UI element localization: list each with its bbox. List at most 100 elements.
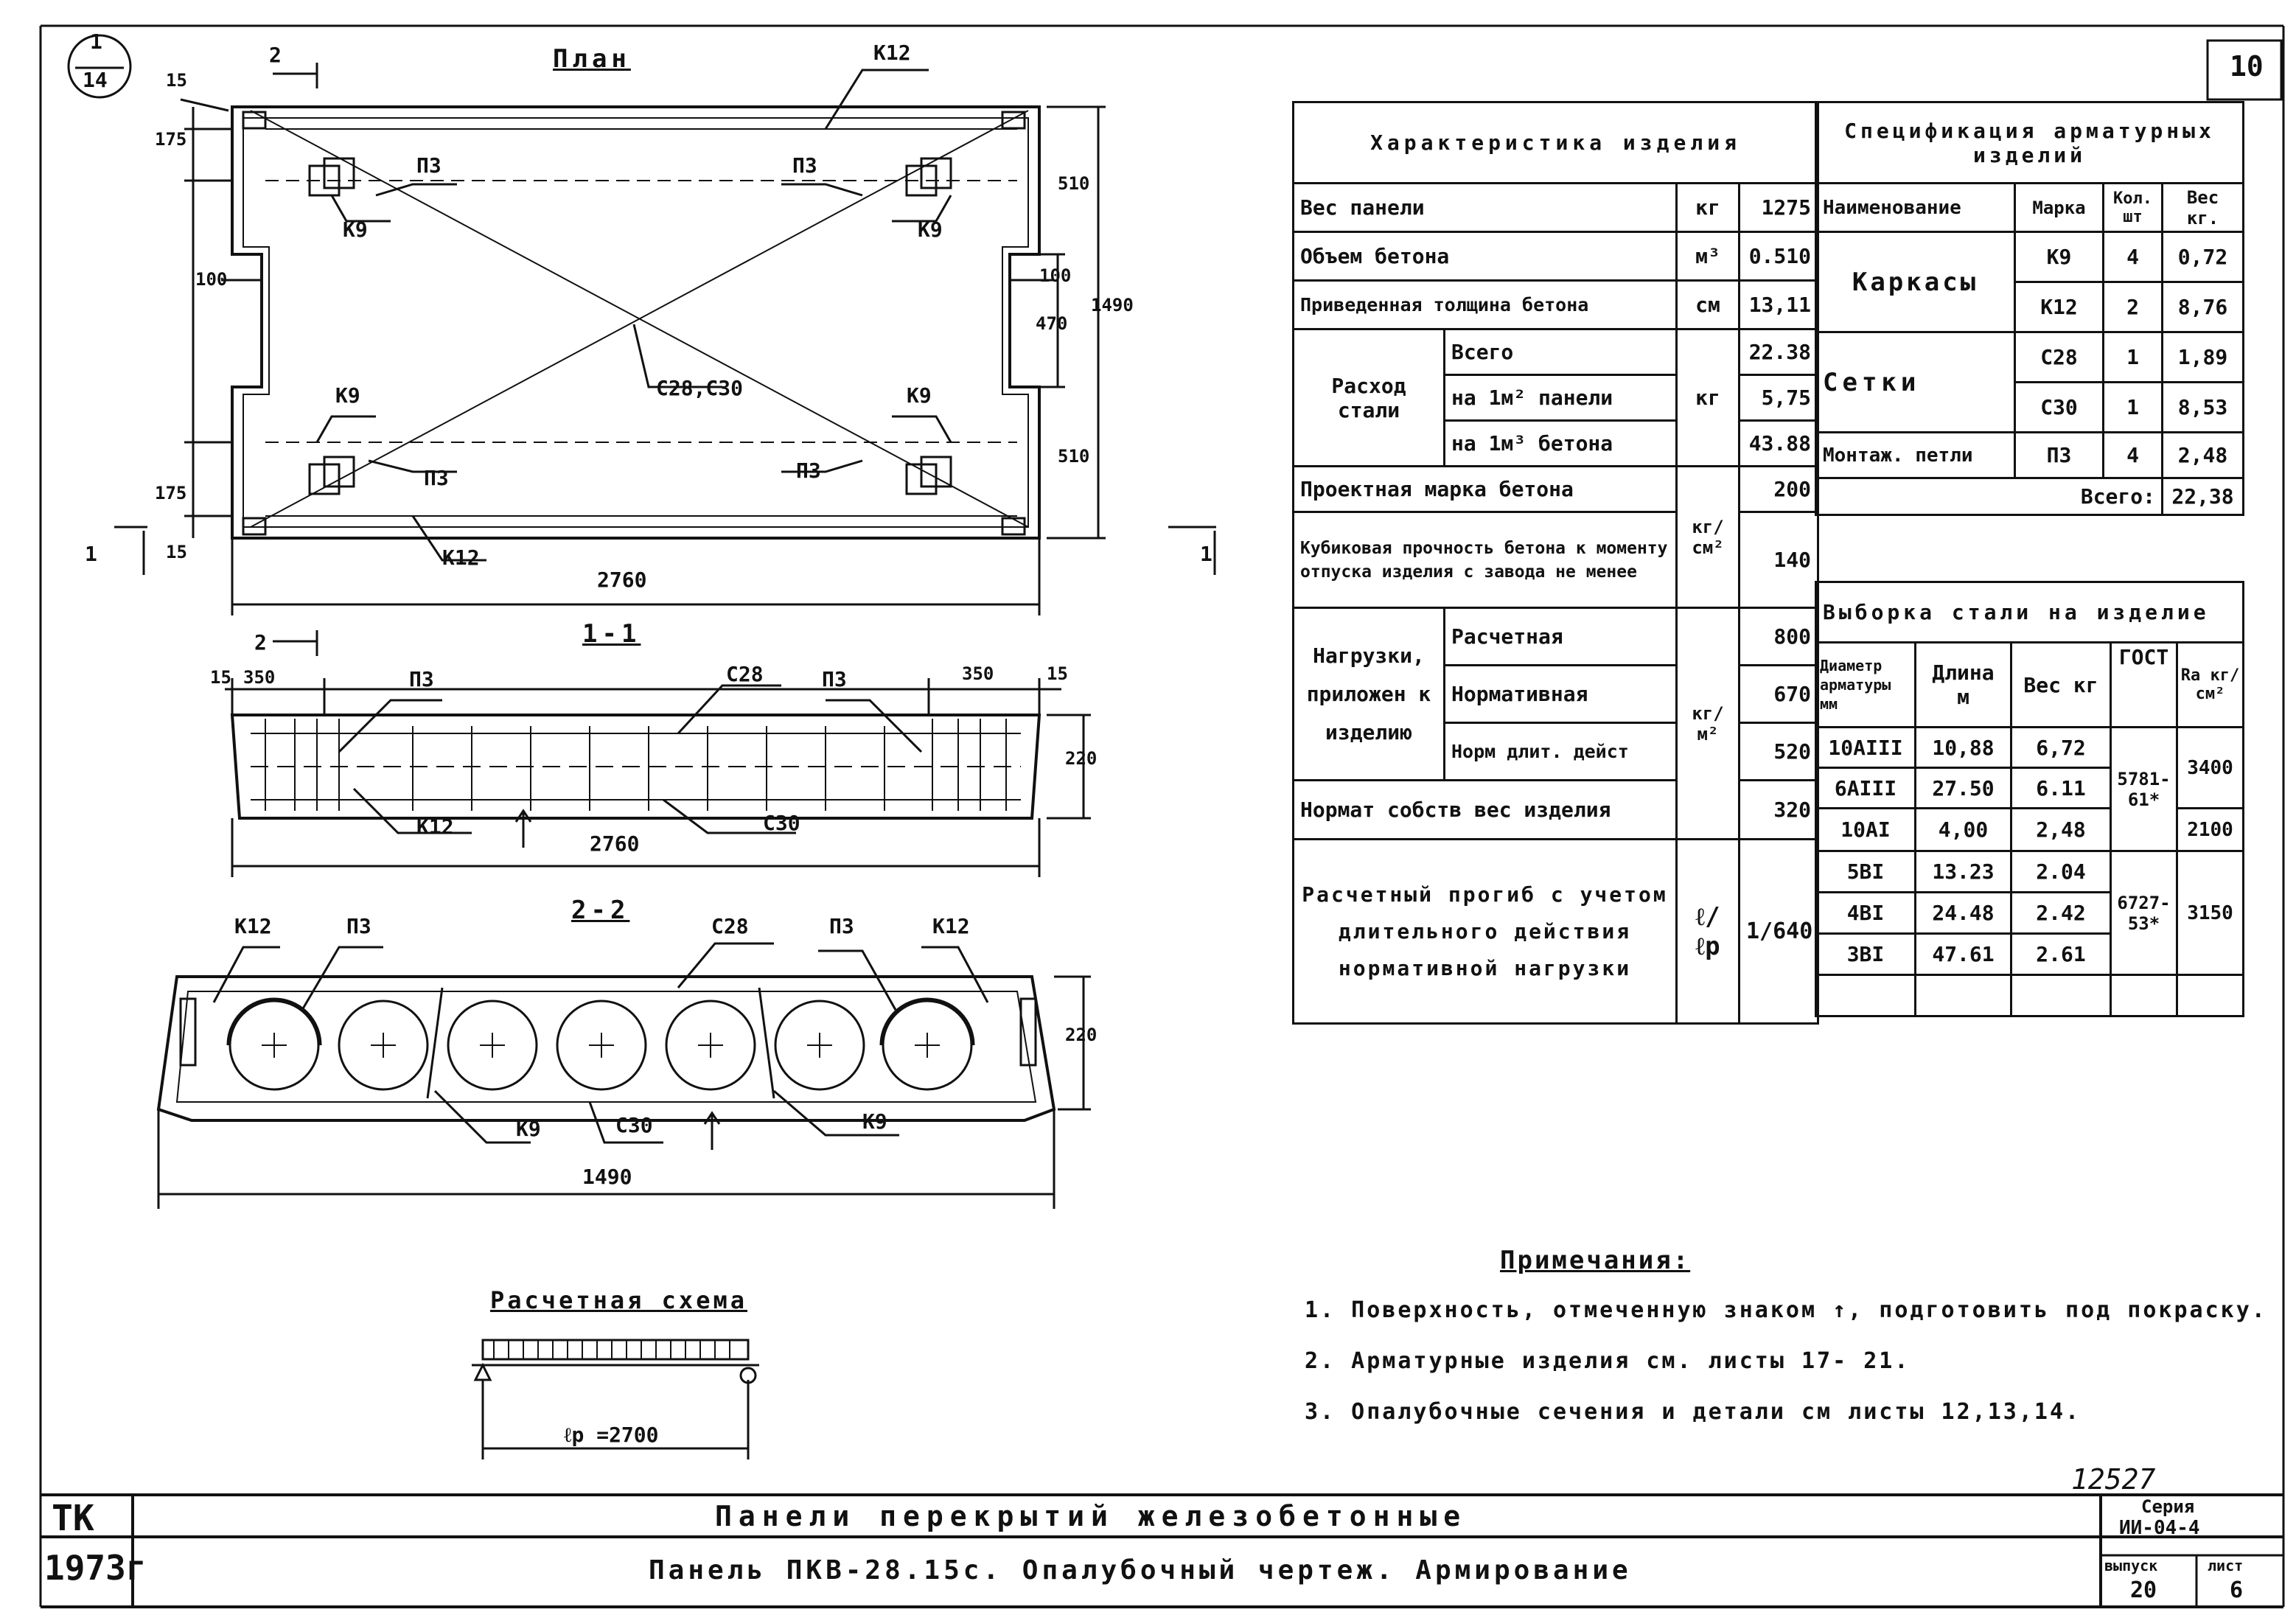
plan-section2-bottom: 2	[254, 630, 267, 655]
plan-k9-br: К9	[907, 383, 932, 408]
spec-col-mark: Марка	[2014, 182, 2104, 233]
row-weight-value: 1275	[1738, 182, 1819, 233]
stamp-series-label: Серия	[2141, 1496, 2195, 1517]
stamp-issue: 20	[2130, 1577, 2157, 1603]
stamp-sheet-label: лист	[2208, 1557, 2244, 1574]
plan-dim-175-bottom: 175	[155, 483, 187, 503]
spec-k12-mark: К12	[2014, 281, 2104, 333]
row-weight-name: Вес панели	[1292, 182, 1678, 233]
spec-group-frames: Каркасы	[1815, 231, 2016, 333]
spec-c30-qty: 1	[2102, 381, 2163, 433]
sel-row-2-weight: 6.11	[2010, 767, 2112, 809]
steel-per-m3-name: на 1м³ бетона	[1443, 419, 1678, 467]
sel-row-6-weight: 2.61	[2010, 932, 2112, 976]
sel-ra-2: 2100	[2175, 807, 2245, 852]
sel-row-4-diameter: 5ВI	[1815, 850, 1916, 893]
load-long-name: Норм длит. дейст	[1443, 722, 1678, 781]
note-2: 2. Арматурные изделия см. листы 17- 21.	[1305, 1348, 1911, 1374]
note-1: 1. Поверхность, отмеченную знаком ↑, под…	[1305, 1297, 2267, 1323]
calc-scheme	[472, 1339, 759, 1459]
plan-section1-left: 1	[85, 542, 97, 566]
s11-dim-15-left: 15	[210, 667, 231, 688]
deflection-name: Расчетный прогиб с учетом длительного де…	[1292, 838, 1678, 1025]
steel-total-name: Всего	[1443, 328, 1678, 376]
section-1-1-view	[225, 678, 1091, 877]
stamp-subtitle: Панель ПКВ-28.15с. Опалубочный чертеж. А…	[649, 1555, 1632, 1586]
sel-row-4-length: 13.23	[1914, 850, 2012, 893]
selfweight-name: Нормат собств вес изделия	[1292, 779, 1678, 840]
s11-dim-15-right: 15	[1047, 663, 1068, 684]
plan-dim-175-top: 175	[155, 129, 187, 150]
specification-header: Спецификация арматурных изделий	[1814, 101, 2245, 184]
sel-col-gost: ГОСТ	[2110, 641, 2178, 728]
sel-gost-2: 6727-53*	[2110, 850, 2178, 976]
sheet-number-box	[2206, 39, 2283, 101]
plan-k12-top: К12	[873, 41, 911, 65]
sel-ra-3: 3150	[2175, 850, 2245, 976]
s22-c30: С30	[615, 1113, 653, 1137]
stamp-number: 12527	[2071, 1463, 2156, 1496]
loads-name: Нагрузки, приложен к изделию	[1292, 607, 1445, 781]
spec-c30-mark: С30	[2014, 381, 2104, 433]
spec-total-label: Всего:	[1815, 477, 2163, 516]
sel-col-diameter: Диаметр арматуры мм	[1815, 641, 1916, 728]
stamp-series: ИИ-04-4	[2119, 1517, 2200, 1539]
s22-c28: С28	[711, 914, 749, 938]
spec-col-name: Наименование	[1815, 182, 2016, 233]
sel-row-5-diameter: 4ВI	[1815, 891, 1916, 935]
plan-view	[114, 63, 1216, 656]
plan-k12-bottom: К12	[442, 545, 480, 570]
plan-p3-tl: П3	[416, 153, 442, 178]
row-thickness-unit: см	[1675, 279, 1740, 330]
s11-dim-350-right: 350	[962, 663, 994, 684]
spec-group-loops: Монтаж. петли	[1815, 431, 2016, 479]
reference-top: 1	[90, 29, 102, 54]
sel-row-6-length: 47.61	[1914, 932, 2012, 976]
plan-dim-470: 470	[1036, 313, 1068, 334]
plan-dim-2760: 2760	[597, 568, 647, 592]
s22-k9-left: К9	[516, 1117, 541, 1141]
steel-name: Расход стали	[1292, 328, 1445, 467]
sel-ra-1: 3400	[2175, 726, 2245, 809]
plan-section2-top: 2	[269, 43, 282, 67]
s11-dim-220: 220	[1065, 748, 1098, 769]
plan-dim-15-top: 15	[166, 70, 187, 91]
stamp-year: 1973г	[44, 1548, 147, 1588]
spec-p3-weight: 2,48	[2160, 431, 2245, 479]
plan-p3-tr: П3	[792, 153, 817, 178]
spec-c28-mark: С28	[2014, 331, 2104, 383]
strength-value: 140	[1738, 511, 1819, 609]
sel-row-2-length: 27.50	[1914, 767, 2012, 809]
scheme-span: ℓр =2700	[564, 1423, 659, 1447]
stamp-sheet: 6	[2230, 1577, 2244, 1603]
load-long-value: 520	[1738, 722, 1819, 781]
stamp-title: Панели перекрытий железобетонные	[715, 1500, 1468, 1532]
plan-dim-100-left: 100	[195, 269, 228, 290]
spec-k9-qty: 4	[2102, 231, 2163, 283]
sel-col-length: Длина м	[1914, 641, 2012, 728]
steel-per-m3-value: 43.88	[1738, 419, 1819, 467]
plan-k9-tr: К9	[918, 217, 943, 242]
reference-circle	[67, 34, 132, 99]
row-volume-unit: м³	[1675, 231, 1740, 282]
plan-title: План	[553, 44, 631, 74]
row-weight-unit: кг	[1675, 182, 1740, 233]
deflection-value: 1/640	[1738, 838, 1819, 1025]
stamp-org: ТК	[52, 1498, 94, 1539]
spec-k12-weight: 8,76	[2160, 281, 2245, 333]
plan-dim-510-top: 510	[1058, 173, 1090, 194]
s22-p3-left: П3	[346, 914, 371, 938]
sel-row-3-diameter: 10АI	[1815, 807, 1916, 852]
sel-row-3-length: 4,00	[1914, 807, 2012, 852]
grade-value: 200	[1738, 465, 1819, 513]
s11-p3-left: П3	[409, 667, 434, 691]
spec-c30-weight: 8,53	[2160, 381, 2245, 433]
sel-row-1-weight: 6,72	[2010, 726, 2112, 769]
steel-per-m2-name: на 1м² панели	[1443, 374, 1678, 422]
spec-group-meshes: Сетки	[1815, 331, 2016, 433]
s11-c30: С30	[763, 811, 800, 835]
spec-c28-weight: 1,89	[2160, 331, 2245, 383]
stamp-issue-label: выпуск	[2104, 1557, 2158, 1574]
